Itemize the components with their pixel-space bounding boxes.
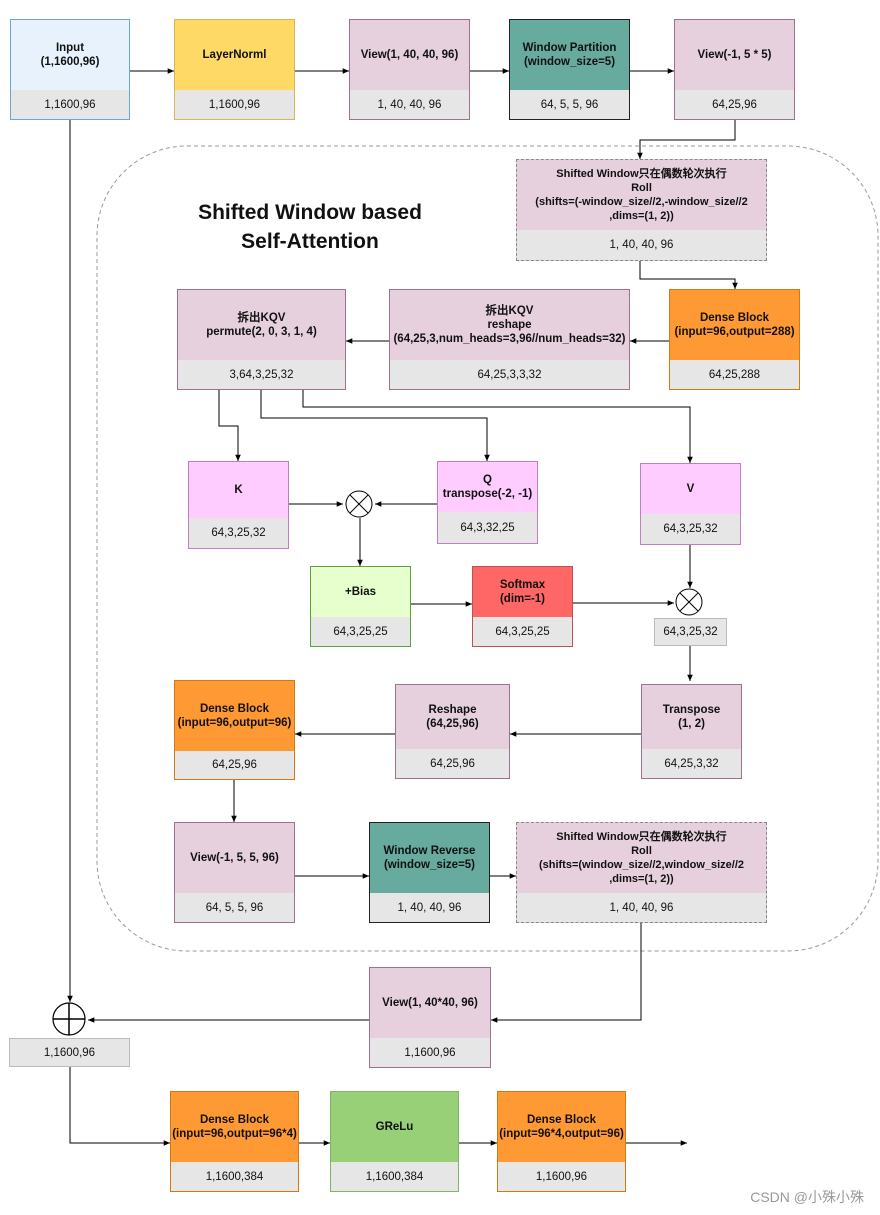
- node-label: Dense Block (input=96*4,output=96): [499, 1114, 624, 1140]
- node-label: Transpose (1, 2): [662, 704, 721, 730]
- view2-node: View(-1, 5 * 5) 64,25,96: [674, 19, 795, 120]
- node-shape: 1, 40, 40, 96: [350, 90, 469, 119]
- node-label: Window Reverse (window_size=5): [383, 845, 476, 871]
- residual-shape-label: 1,1600,96: [9, 1038, 130, 1067]
- reshape-qkv-node: 拆出KQV reshape (64,25,3,num_heads=3,96//n…: [389, 289, 630, 390]
- transpose-node: Transpose (1, 2) 64,25,3,32: [641, 684, 742, 779]
- node-shape: 64,25,288: [670, 360, 799, 389]
- node-label: K: [234, 484, 243, 496]
- node-shape: 1,1600,96: [498, 1162, 625, 1191]
- node-shape: 64,3,25,25: [311, 617, 410, 646]
- edges: [67, 68, 738, 1146]
- node-shape: 64,25,96: [175, 751, 294, 779]
- dense-qkv-node: Dense Block (input=96,output=288) 64,25,…: [669, 289, 800, 390]
- node-label: 拆出KQV reshape (64,25,3,num_heads=3,96//n…: [393, 305, 626, 345]
- node-label: View(1, 40, 40, 96): [360, 49, 459, 61]
- edge-roll1-dense: [639, 261, 738, 289]
- node-shape: 64,3,32,25: [438, 512, 537, 543]
- edge-roll2-view4: [491, 923, 642, 1023]
- node-shape: 1,1600,96: [370, 1038, 490, 1067]
- diagram-title: Shifted Window based Self-Attention: [198, 201, 422, 253]
- node-shape: 1, 40, 40, 96: [517, 230, 766, 260]
- node-shape: 64,25,96: [675, 90, 794, 119]
- k-node: K 64,3,25,32: [188, 461, 289, 549]
- node-label: GReLu: [375, 1121, 414, 1133]
- dense-mlp1-node: Dense Block (input=96,output=96*4) 1,160…: [170, 1091, 299, 1192]
- dense-mlp2-node: Dense Block (input=96*4,output=96) 1,160…: [497, 1091, 626, 1192]
- node-label: Dense Block (input=96,output=96): [177, 703, 292, 729]
- node-label: Dense Block (input=96,output=96*4): [172, 1114, 297, 1140]
- node-shape: 64,25,96: [396, 749, 509, 778]
- node-shape: 1, 40, 40, 96: [370, 893, 489, 922]
- softmax-node: Softmax (dim=-1) 64,3,25,25: [472, 566, 573, 647]
- node-label: Window Partition (window_size=5): [522, 42, 617, 68]
- node-label: Shifted Window只在偶数轮次执行 Roll (shifts=(win…: [538, 831, 745, 885]
- layernorm-node: LayerNorml 1,1600,96: [174, 19, 295, 120]
- dense-proj-node: Dense Block (input=96,output=96) 64,25,9…: [174, 680, 295, 780]
- edge-permute-v: [302, 390, 693, 463]
- node-shape: 1,1600,384: [331, 1162, 458, 1191]
- attn-v-shape-label: 64,3,25,32: [654, 618, 727, 646]
- view3-node: View(-1, 5, 5, 96) 64, 5, 5, 96: [174, 822, 295, 923]
- window-reverse-node: Window Reverse (window_size=5) 1, 40, 40…: [369, 822, 490, 923]
- node-shape: 64,25,3,32: [642, 749, 741, 778]
- edge-view2-roll1: [637, 120, 736, 159]
- roll1-node: Shifted Window只在偶数轮次执行 Roll (shifts=(-wi…: [516, 159, 767, 261]
- reshape2-node: Reshape (64,25,96) 64,25,96: [395, 684, 510, 779]
- node-shape: 64,3,25,25: [473, 617, 572, 646]
- node-shape: 1,1600,384: [171, 1162, 298, 1191]
- view4-node: View(1, 40*40, 96) 1,1600,96: [369, 967, 491, 1068]
- node-label: Reshape (64,25,96): [426, 704, 479, 730]
- node-shape: 64,25,3,3,32: [390, 360, 629, 389]
- watermark: CSDN @小殊小殊: [750, 1189, 864, 1205]
- edge-permute-q: [260, 390, 490, 461]
- view1-node: View(1, 40, 40, 96) 1, 40, 40, 96: [349, 19, 470, 120]
- node-label: Dense Block (input=96,output=288): [674, 312, 795, 338]
- node-label: Shifted Window只在偶数轮次执行 Roll (shifts=(-wi…: [535, 168, 748, 222]
- node-label: View(-1, 5, 5, 96): [190, 852, 279, 864]
- node-shape: 64, 5, 5, 96: [175, 893, 294, 922]
- node-shape: 64,3,25,32: [641, 514, 740, 544]
- node-shape: 1, 40, 40, 96: [517, 893, 766, 922]
- node-label: 拆出KQV permute(2, 0, 3, 1, 4): [206, 312, 317, 338]
- multiply-icon: [345, 490, 373, 518]
- node-label: V: [686, 483, 695, 495]
- add-icon: [52, 1002, 86, 1036]
- v-node: V 64,3,25,32: [640, 463, 741, 545]
- node-label: LayerNorml: [202, 49, 267, 61]
- q-node: Q transpose(-2, -1) 64,3,32,25: [437, 461, 538, 544]
- input-node: Input (1,1600,96) 1,1600,96: [10, 19, 130, 120]
- edge-permute-k: [218, 390, 241, 461]
- node-label: View(-1, 5 * 5): [697, 49, 772, 61]
- roll2-node: Shifted Window只在偶数轮次执行 Roll (shifts=(win…: [516, 822, 767, 923]
- permute-node: 拆出KQV permute(2, 0, 3, 1, 4) 3,64,3,25,3…: [177, 289, 346, 390]
- multiply-icon: [675, 588, 703, 616]
- node-shape: 3,64,3,25,32: [178, 360, 345, 389]
- bias-node: +Bias 64,3,25,25: [310, 566, 411, 647]
- node-shape: 1,1600,96: [175, 90, 294, 119]
- node-label: Softmax (dim=-1): [499, 579, 546, 605]
- node-label: Q transpose(-2, -1): [442, 474, 533, 500]
- window-partition-node: Window Partition (window_size=5) 64, 5, …: [509, 19, 630, 120]
- node-shape: 64,3,25,32: [189, 518, 288, 548]
- node-label: View(1, 40*40, 96): [382, 997, 478, 1009]
- node-label: +Bias: [344, 586, 376, 598]
- node-shape: 64, 5, 5, 96: [510, 90, 629, 119]
- gelu-node: GReLu 1,1600,384: [330, 1091, 459, 1192]
- node-label: Input (1,1600,96): [40, 42, 100, 68]
- edge-add-mlp1: [69, 1067, 170, 1146]
- node-shape: 1,1600,96: [11, 90, 129, 119]
- attention-group-region: [96, 145, 879, 952]
